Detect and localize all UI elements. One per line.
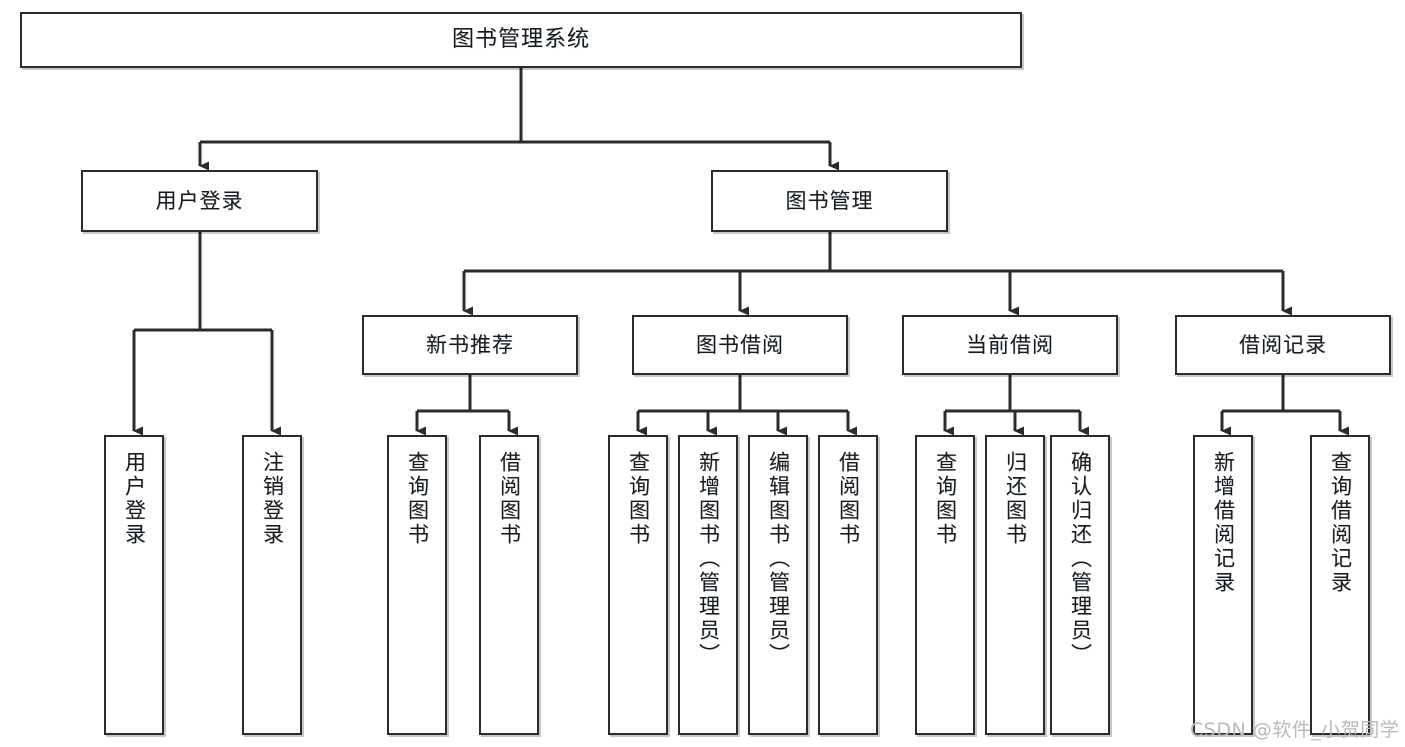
leaf-record-query-record[interactable]: 查询借阅记录 [1310,435,1370,735]
node-label: 用户登录 [155,188,244,213]
leaf-current-confirm-return-admin[interactable]: 确认归还（管理员） [1050,435,1110,735]
node-label: 当前借阅 [966,332,1054,357]
leaf-new-book-query[interactable]: 查询图书 [387,435,447,735]
node-label: 编辑图书（管理员） [766,451,791,667]
node-current-borrow[interactable]: 当前借阅 [902,315,1118,375]
node-label: 图书借阅 [696,332,784,357]
node-book-management[interactable]: 图书管理 [711,170,948,232]
leaf-borrow-add-book-admin[interactable]: 新增图书（管理员） [678,435,738,735]
node-borrow-record[interactable]: 借阅记录 [1175,315,1391,375]
node-label: 借阅图书 [497,451,522,547]
node-label: 新书推荐 [426,332,514,357]
node-label: 注销登录 [260,451,285,547]
node-label: 用户登录 [122,451,147,547]
node-label: 图书管理 [785,188,874,213]
node-label: 图书管理系统 [451,27,590,53]
node-label: 查询图书 [626,451,651,547]
node-label: 确认归还（管理员） [1068,451,1093,667]
node-label: 查询图书 [405,451,430,547]
leaf-borrow-query-book[interactable]: 查询图书 [608,435,668,735]
node-label: 新增借阅记录 [1211,451,1236,595]
node-user-login[interactable]: 用户登录 [81,170,318,232]
node-label: 归还图书 [1003,451,1028,547]
leaf-current-query-book[interactable]: 查询图书 [915,435,975,735]
leaf-current-return-book[interactable]: 归还图书 [985,435,1045,735]
node-label: 查询图书 [933,451,958,547]
node-label: 查询借阅记录 [1328,451,1353,595]
leaf-borrow-borrow-book[interactable]: 借阅图书 [818,435,878,735]
node-book-borrow[interactable]: 图书借阅 [632,315,848,375]
leaf-new-book-borrow[interactable]: 借阅图书 [479,435,539,735]
leaf-user-login-signout[interactable]: 注销登录 [242,435,302,735]
node-label: 借阅记录 [1239,332,1327,357]
node-label: 借阅图书 [836,451,861,547]
leaf-borrow-edit-book-admin[interactable]: 编辑图书（管理员） [748,435,808,735]
leaf-user-login-signin[interactable]: 用户登录 [104,435,164,735]
leaf-record-add-record[interactable]: 新增借阅记录 [1193,435,1253,735]
node-new-book-recommend[interactable]: 新书推荐 [362,315,578,375]
node-label: 新增图书（管理员） [696,451,721,667]
node-root-system[interactable]: 图书管理系统 [20,12,1022,68]
